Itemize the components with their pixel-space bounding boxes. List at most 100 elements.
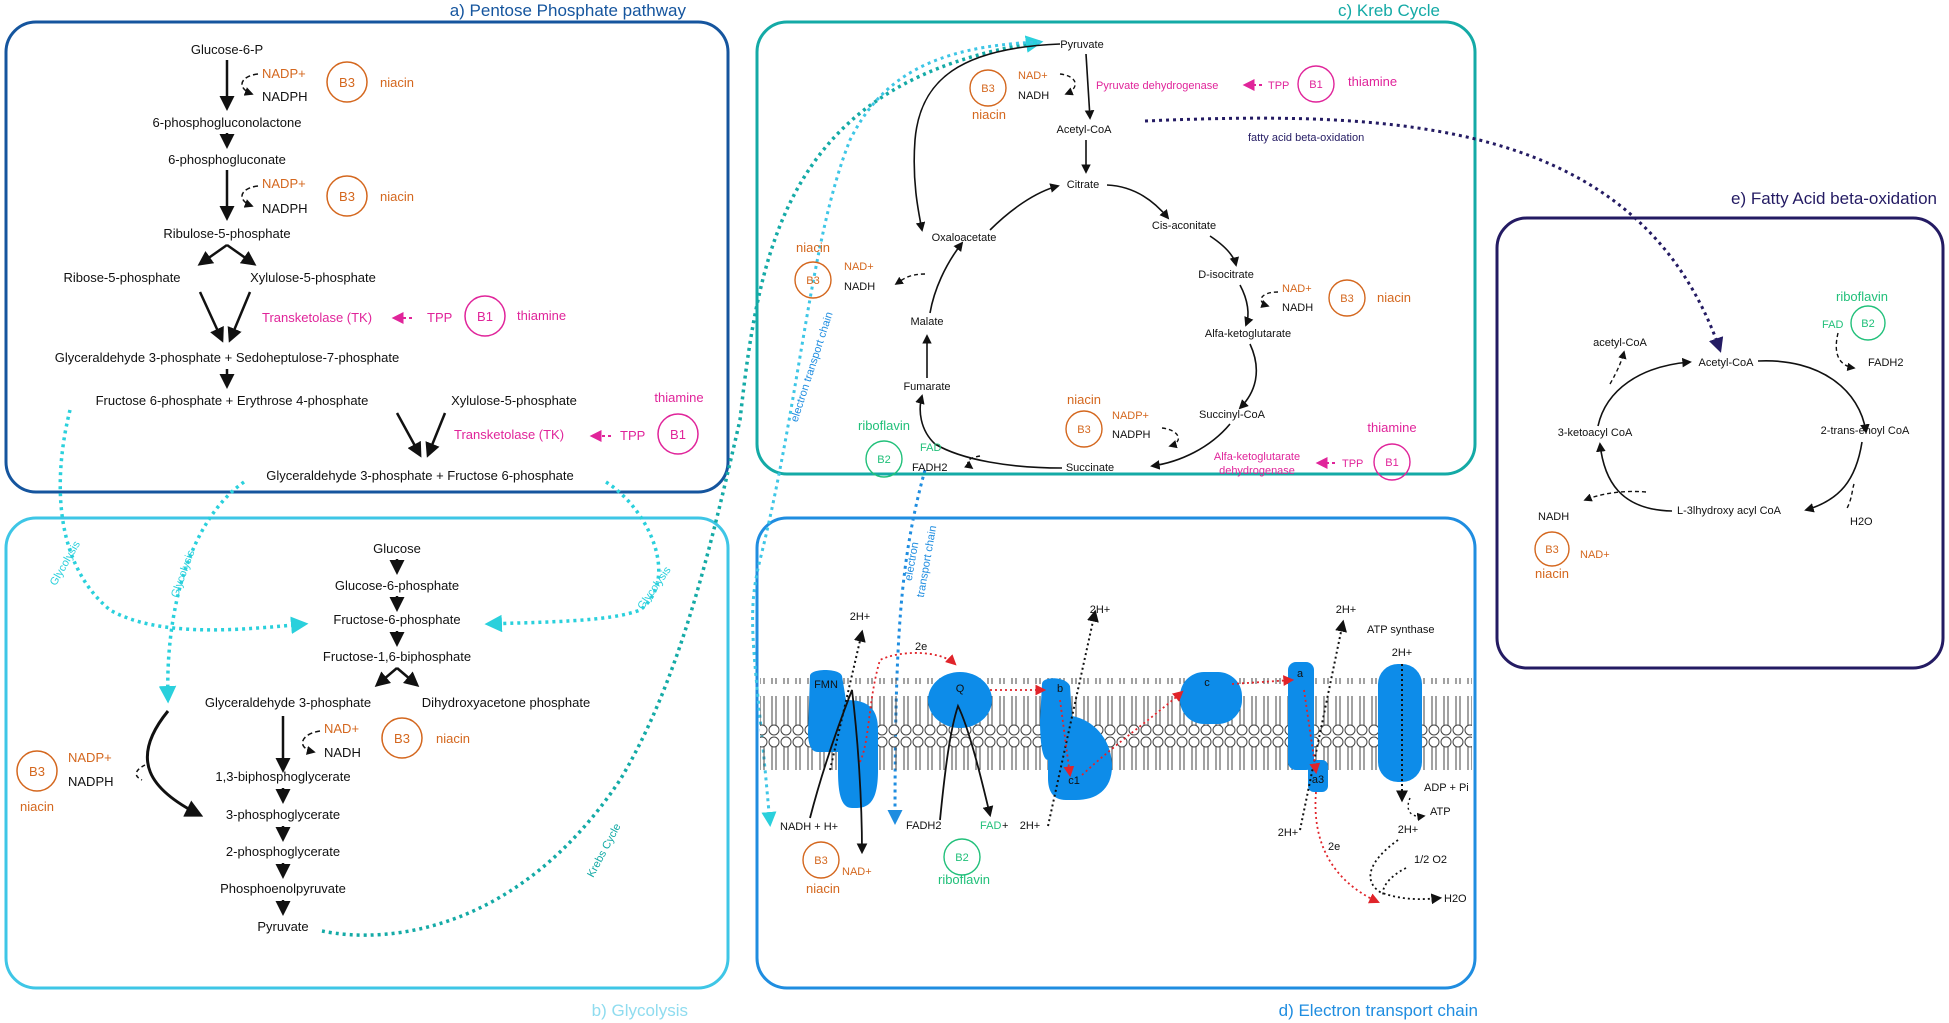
ppp-nadph-1: NADPH	[262, 89, 308, 104]
ppp-diagram: Glucose-6-P NADP+ NADPH B3 niacin 6-phos…	[55, 42, 704, 483]
ppp-tpp-1: TPP	[427, 310, 452, 325]
fao-panel-frame	[1495, 216, 1945, 670]
ppp-niacin-1: niacin	[380, 75, 414, 90]
fao-b3-badge: B3	[1545, 544, 1558, 556]
etc-2h-4: 2H+	[1278, 827, 1299, 839]
krebs-riboflavin: riboflavin	[858, 418, 910, 433]
ppp-b3-badge-2: B3	[339, 189, 355, 204]
krebs-nadh-1: NADH	[1018, 90, 1049, 102]
ppp-thiamine-1: thiamine	[517, 308, 566, 323]
link-glycolysis-3: Glycolysis	[635, 564, 674, 612]
ppp-6-phosphogluconolactone: 6-phosphogluconolactone	[153, 115, 302, 130]
ppp-ribulose-5-phosphate: Ribulose-5-phosphate	[163, 226, 290, 241]
gly-fructose-6-phosphate: Fructose-6-phosphate	[333, 612, 460, 627]
etc-c1: c1	[1068, 775, 1080, 787]
fao-acetyl-coa-out: acetyl-CoA	[1593, 337, 1647, 349]
etc-plus: +	[1002, 820, 1008, 832]
gly-glyceraldehyde-3-phosphate: Glyceraldehyde 3-phosphate	[205, 695, 371, 710]
krebs-niacin-1: niacin	[972, 107, 1006, 122]
krebs-b1-badge-1: B1	[1309, 79, 1322, 91]
etc-2h-2: 2H+	[1090, 604, 1111, 616]
krebs-b3-badge-3: B3	[1077, 424, 1090, 436]
etc-fadh2: FADH2	[906, 820, 941, 832]
krebs-nad-3: NAD+	[844, 261, 874, 273]
etc-2e-1: 2e	[915, 641, 927, 653]
krebs-nadh-3: NADH	[844, 281, 875, 293]
krebs-diagram: Pyruvate NAD+ NADH B3 niacin Pyruvate de…	[794, 39, 1417, 481]
ppp-b1-badge-1: B1	[477, 309, 493, 324]
krebs-b2-badge: B2	[877, 454, 890, 466]
krebs-nadp: NADP+	[1112, 410, 1149, 422]
etc-q: Q	[956, 683, 965, 695]
glycolysis-title: b) Glycolysis	[592, 1001, 688, 1020]
etc-a3: a3	[1312, 774, 1324, 786]
gly-1-3-biphosphoglycerate: 1,3-biphosphoglycerate	[215, 769, 350, 784]
krebs-panel-frame	[755, 20, 1477, 476]
ppp-thiamine-2: thiamine	[654, 390, 703, 405]
krebs-thiamine-1: thiamine	[1348, 74, 1397, 89]
ppp-glucose-6-p: Glucose-6-P	[191, 42, 263, 57]
etc-2h-7: 2H+	[1020, 820, 1041, 832]
coenzyme-q	[928, 672, 992, 728]
ppp-g3p-f6p: Glyceraldehyde 3-phosphate + Fructose 6-…	[266, 468, 574, 483]
krebs-oxaloacetate: Oxaloacetate	[932, 232, 997, 244]
etc-atp: ATP	[1430, 806, 1451, 818]
fao-enoyl-coa: 2-trans-enoyl CoA	[1821, 425, 1910, 437]
ppp-xylulose-5-phosphate-2: Xylulose-5-phosphate	[451, 393, 577, 408]
cytochrome-c	[1180, 672, 1242, 724]
ppp-transketolase-1: Transketolase (TK)	[262, 310, 372, 325]
krebs-tpp-2: TPP	[1342, 458, 1363, 470]
krebs-b1-badge-2: B1	[1385, 457, 1398, 469]
gly-nadp: NADP+	[68, 750, 112, 765]
gly-fructose-1-6-biphosphate: Fructose-1,6-biphosphate	[323, 649, 471, 664]
krebs-succinate: Succinate	[1066, 462, 1114, 474]
fao-h2o: H2O	[1850, 516, 1873, 528]
gly-phosphoenolpyruvate: Phosphoenolpyruvate	[220, 881, 346, 896]
krebs-d-isocitrate: D-isocitrate	[1198, 269, 1254, 281]
gly-3-phosphoglycerate: 3-phosphoglycerate	[226, 807, 340, 822]
fao-hydroxy-acyl-coa: L-3lhydroxy acyl CoA	[1677, 505, 1782, 517]
krebs-succinyl-coa: Succinyl-CoA	[1199, 409, 1266, 421]
etc-adp-pi: ADP + Pi	[1424, 782, 1469, 794]
krebs-nadph: NADPH	[1112, 429, 1151, 441]
fao-diagram: riboflavin B2 FAD FADH2 Acetyl-CoA 2-tra…	[1534, 289, 1910, 581]
complex-iii	[1040, 678, 1112, 800]
etc-2h-5: 2H+	[1392, 647, 1413, 659]
gly-2-phosphoglycerate: 2-phosphoglycerate	[226, 844, 340, 859]
atp-synthase	[1378, 664, 1422, 782]
fao-ketoacyl-coa: 3-ketoacyl CoA	[1558, 427, 1633, 439]
gly-glucose-6-phosphate: Glucose-6-phosphate	[335, 578, 459, 593]
gly-nadph: NADPH	[68, 774, 114, 789]
fao-nad: NAD+	[1580, 549, 1610, 561]
gly-pyruvate: Pyruvate	[257, 919, 308, 934]
krebs-b3-badge-4: B3	[806, 275, 819, 287]
etc-fad: FAD	[980, 820, 1001, 832]
krebs-citrate: Citrate	[1067, 179, 1099, 191]
etc-nad-out: NAD+	[842, 866, 872, 878]
fao-riboflavin: riboflavin	[1836, 289, 1888, 304]
link-glycolysis-1: Glycolysis	[48, 539, 83, 588]
link-fatty-acid: fatty acid beta-oxidation	[1248, 132, 1364, 144]
krebs-cis-aconitate: Cis-aconitate	[1152, 220, 1216, 232]
krebs-fadh2: FADH2	[912, 462, 947, 474]
fao-title: e) Fatty Acid beta-oxidation	[1731, 189, 1937, 208]
ppp-b1-badge-2: B1	[670, 427, 686, 442]
krebs-b3-badge-1: B3	[981, 83, 994, 95]
fao-acetyl-coa: Acetyl-CoA	[1698, 357, 1754, 369]
krebs-b3-badge-2: B3	[1340, 293, 1353, 305]
krebs-fumarate: Fumarate	[903, 381, 950, 393]
etc-diagram: FMN Q b c1 c a a3 ATP synthase 2H+ 2H+ 2…	[760, 604, 1472, 905]
ppp-g3p-s7p: Glyceraldehyde 3-phosphate + Sedoheptulo…	[55, 350, 399, 365]
etc-riboflavin: riboflavin	[938, 872, 990, 887]
etc-atp-synthase: ATP synthase	[1367, 624, 1434, 636]
complex-iv-a	[1288, 662, 1314, 770]
pathway-links	[58, 35, 1724, 937]
ppp-b3-badge-1: B3	[339, 75, 355, 90]
complex-i	[808, 670, 878, 808]
ppp-nadp-1: NADP+	[262, 66, 306, 81]
gly-nad: NAD+	[324, 721, 359, 736]
krebs-akgdh-1: Alfa-ketoglutarate	[1214, 451, 1300, 463]
etc-b2-badge: B2	[955, 852, 968, 864]
etc-panel-frame	[755, 516, 1477, 990]
ppp-transketolase-2: Transketolase (TK)	[454, 427, 564, 442]
